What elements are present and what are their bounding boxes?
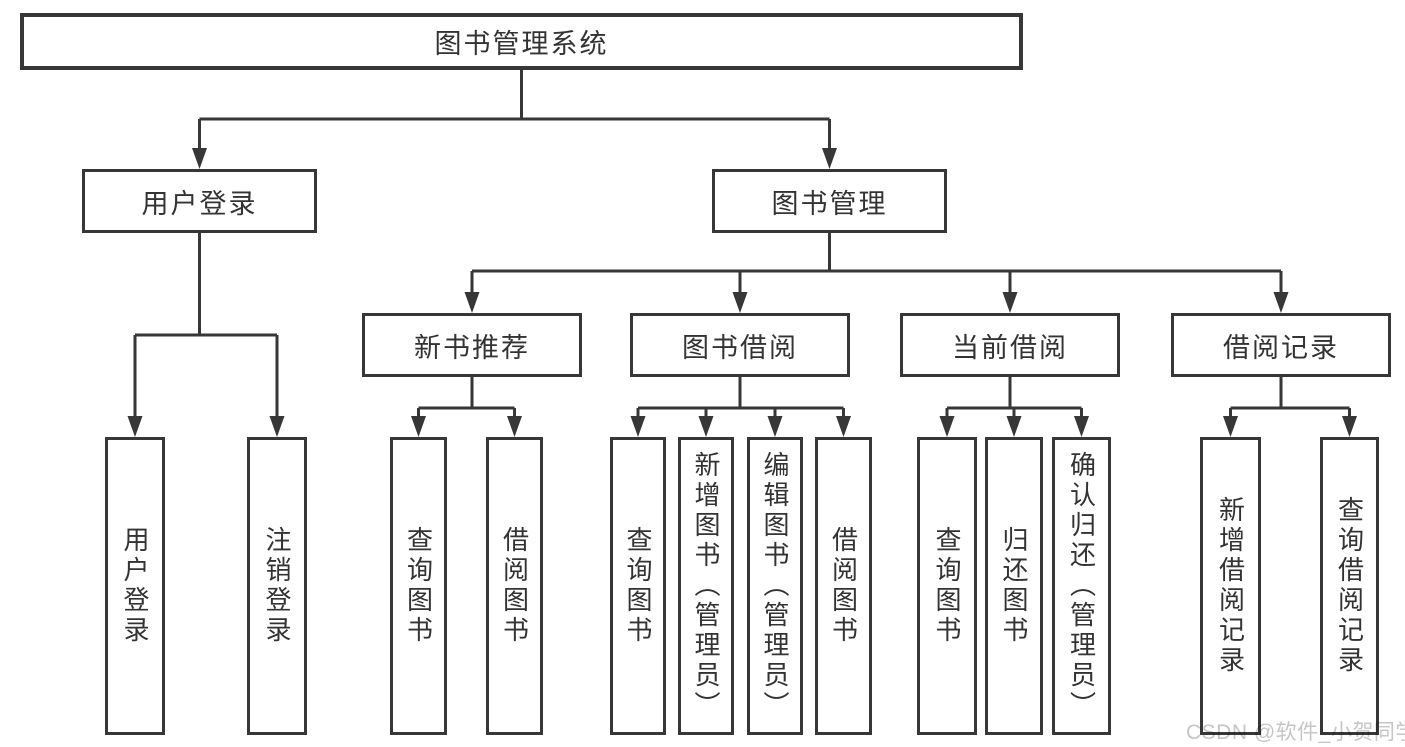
connector-bookmgmt-to-level3 <box>470 233 1283 302</box>
leaf-logout: 注销登录 <box>247 437 307 735</box>
node-book-borrow: 图书借阅 <box>630 313 850 377</box>
arrow-head <box>732 292 748 313</box>
connector-root-to-level2 <box>198 70 831 158</box>
arrow-head <box>1002 292 1018 313</box>
leaf-newbook-query-books: 查询图书 <box>390 437 447 735</box>
arrow-head <box>698 416 714 437</box>
connector-newbook-to-leaves <box>417 377 516 426</box>
arrow-head <box>822 148 837 169</box>
arrow-head <box>630 416 646 437</box>
node-user-login: 用户登录 <box>82 169 317 233</box>
leaf-borrow-edit-books-admin: 编辑图书（管理员） <box>747 437 803 735</box>
leaf-newbook-borrow-books: 借阅图书 <box>486 437 543 735</box>
watermark: CSDN @软件_小贺同学 <box>1186 721 1405 744</box>
arrow-head <box>507 416 522 437</box>
leaf-records-add-record: 新增借阅记录 <box>1200 437 1261 735</box>
arrow-head <box>127 416 143 437</box>
arrow-head <box>1342 416 1357 437</box>
leaf-current-confirm-return-admin: 确认归还（管理员） <box>1052 437 1111 735</box>
leaf-borrow-borrow-books: 借阅图书 <box>815 437 872 735</box>
connector-bookborrow-to-leaves <box>636 377 845 426</box>
arrow-head <box>464 292 480 313</box>
arrow-head <box>1223 416 1238 437</box>
leaf-user-login: 用户登录 <box>105 437 165 735</box>
arrow-head <box>1273 292 1289 313</box>
leaf-records-query-record: 查询借阅记录 <box>1320 437 1379 735</box>
arrow-head <box>192 148 207 169</box>
node-new-book-recommend: 新书推荐 <box>362 313 582 377</box>
connector-userlogin-to-leaves <box>133 233 279 426</box>
leaf-borrow-query-books: 查询图书 <box>610 437 666 735</box>
node-book-management: 图书管理 <box>712 169 947 233</box>
arrow-head <box>836 416 851 437</box>
leaf-borrow-add-books-admin: 新增图书（管理员） <box>678 437 734 735</box>
arrow-head <box>269 416 285 437</box>
node-current-borrow: 当前借阅 <box>900 313 1120 377</box>
leaf-current-query-books: 查询图书 <box>917 437 977 735</box>
arrow-head <box>411 416 426 437</box>
arrow-head <box>939 416 955 437</box>
leaf-current-return-books: 归还图书 <box>985 437 1043 735</box>
arrow-head <box>1006 416 1022 437</box>
node-borrow-records: 借阅记录 <box>1171 313 1391 377</box>
arrow-head <box>767 416 783 437</box>
arrow-head <box>1074 416 1089 437</box>
connector-records-to-leaves <box>1229 377 1351 426</box>
node-root: 图书管理系统 <box>20 13 1023 70</box>
